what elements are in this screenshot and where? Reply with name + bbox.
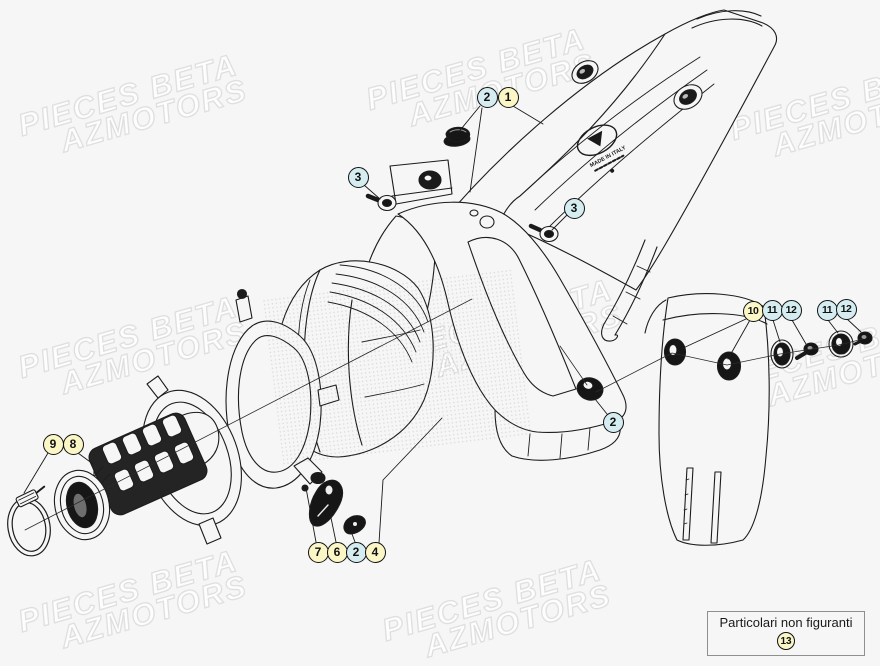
callout-11: 11 [816, 299, 838, 321]
callout-1: 1 [497, 86, 519, 108]
fender-boss [571, 60, 599, 84]
callout-2: 2 [602, 411, 624, 433]
callout-leader-lines [23, 105, 862, 544]
callout-6: 6 [326, 541, 348, 563]
not-shown-parts-box: Particolari non figuranti 13 [707, 611, 865, 656]
callout-4: 4 [364, 541, 386, 563]
grommet-11 [828, 330, 854, 358]
drain-cap [310, 471, 326, 485]
callout-9: 9 [42, 433, 64, 455]
grommet-2 [576, 377, 604, 401]
fender-boss [673, 84, 703, 110]
callout-13: 13 [777, 632, 795, 650]
intake-boot [53, 375, 242, 545]
callout-8: 8 [62, 433, 84, 455]
callout-3: 3 [347, 166, 369, 188]
callout-2: 2 [476, 86, 498, 108]
clip-2 [343, 515, 366, 535]
callout-3: 3 [563, 197, 585, 219]
callout-12: 12 [835, 298, 857, 320]
callout-10: 10 [742, 300, 764, 322]
screw-3 [365, 193, 397, 212]
subframe-rail [601, 239, 658, 342]
bracket-6 [308, 479, 344, 527]
screw-12 [853, 331, 873, 346]
hose-clamp [7, 485, 51, 557]
callout-2: 2 [345, 541, 367, 563]
callout-12: 12 [780, 299, 802, 321]
halftone-texture [262, 267, 534, 465]
not-shown-parts-label: Particolari non figuranti [719, 615, 853, 630]
callout-7: 7 [307, 541, 329, 563]
grommet-top [443, 126, 471, 147]
panel-grommet [663, 338, 742, 381]
assembly-axis-lines [24, 298, 864, 531]
callout-11: 11 [761, 299, 783, 321]
rear-fender: MADE IN ITALY [436, 9, 778, 342]
screw-3 [528, 223, 559, 243]
